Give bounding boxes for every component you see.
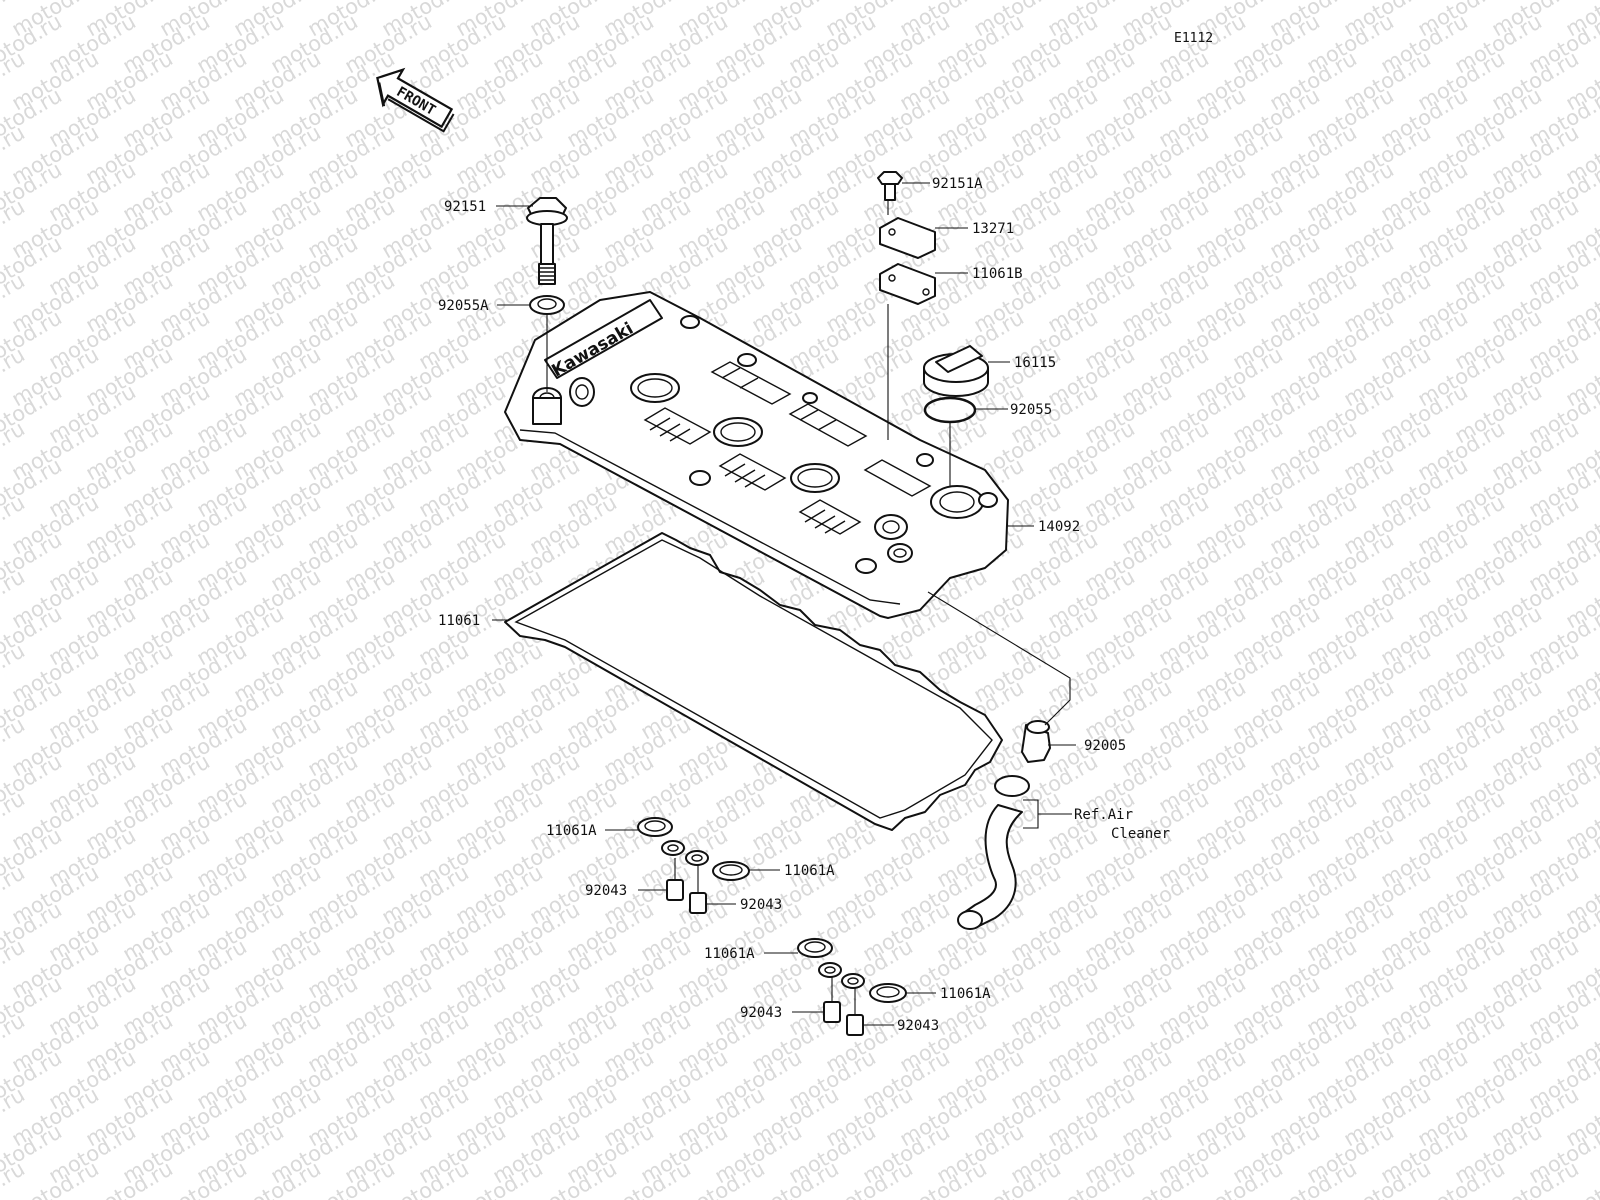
callout-11061A-2: 11061A [784, 863, 835, 879]
callout-92151A: 92151A [932, 176, 983, 192]
breather-hose [957, 775, 1030, 930]
gasket-11061 [504, 532, 1003, 831]
bolt-92151 [526, 197, 568, 285]
washer-92055A [529, 295, 565, 315]
front-arrow-icon: FRONT [376, 67, 455, 133]
callout-11061: 11061 [438, 613, 480, 629]
callout-11061A-4: 11061A [940, 986, 991, 1002]
ref-note-line1: Ref.Air [1074, 807, 1133, 823]
diagram-code: E1112 [1174, 31, 1213, 46]
callout-92043-4: 92043 [897, 1018, 939, 1034]
callout-92055A: 92055A [438, 298, 489, 314]
callout-11061B: 11061B [972, 266, 1023, 282]
callout-92005: 92005 [1084, 738, 1126, 754]
callout-16115: 16115 [1014, 355, 1056, 371]
callout-labels: 92151 92055A 92151A 13271 11061B 16115 9… [438, 176, 1170, 1034]
bolt-92151A [877, 171, 903, 201]
oil-filler-cap-16115 [923, 345, 989, 397]
breather-tube-92005 [1021, 720, 1051, 763]
gasket-11061B [879, 263, 936, 305]
callout-92043-2: 92043 [740, 897, 782, 913]
callout-14092: 14092 [1038, 519, 1080, 535]
callout-92043-1: 92043 [585, 883, 627, 899]
callout-92043-3: 92043 [740, 1005, 782, 1021]
cylinder-head-cover: Kawasaki [504, 291, 1009, 619]
callout-11061A-1: 11061A [546, 823, 597, 839]
callout-13271: 13271 [972, 221, 1014, 237]
ref-note-line2: Cleaner [1111, 826, 1170, 842]
callout-11061A-3: 11061A [704, 946, 755, 962]
cover-13271 [879, 217, 936, 259]
leader-lines [492, 182, 1076, 1026]
callout-92055: 92055 [1010, 402, 1052, 418]
callout-92151: 92151 [444, 199, 486, 215]
grommet-set-1 [637, 817, 750, 914]
